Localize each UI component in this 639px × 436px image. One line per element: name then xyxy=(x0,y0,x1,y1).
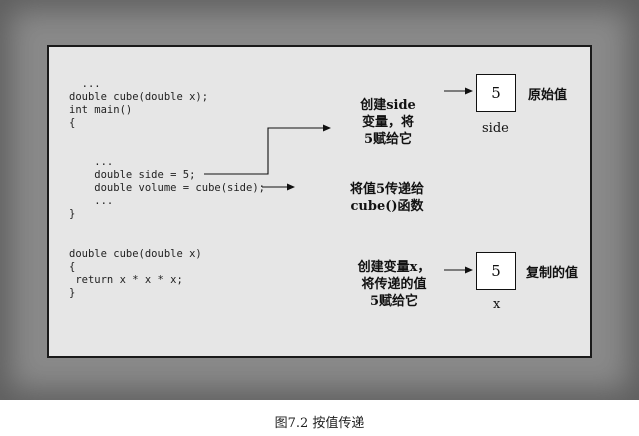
box-note-copy: 复制的值 xyxy=(526,266,579,281)
memory-box-side: 5 xyxy=(476,74,516,112)
code-line: { xyxy=(69,117,76,129)
code-line: double volume = cube(side); xyxy=(69,182,265,194)
code-line: double side = 5; xyxy=(69,169,196,181)
note-line: 变量，将 xyxy=(361,115,414,130)
note-pass-value: 将值5传递给 cube()函数 xyxy=(322,181,452,215)
figure-caption: 图7.2 按值传递 xyxy=(274,416,365,431)
note-line: cube()函数 xyxy=(350,199,424,214)
code-line: } xyxy=(69,287,76,299)
memory-box-x: 5 xyxy=(476,252,516,290)
note-create-side: 创建side 变量，将 5赋给它 xyxy=(340,97,436,148)
code-line: ... xyxy=(69,195,114,207)
note-line: 将值5传递给 xyxy=(349,182,425,197)
note-line: 创建side xyxy=(360,98,416,113)
code-line: { xyxy=(69,261,76,273)
note-line: 创建变量x， xyxy=(357,260,431,275)
arrow-side-to-note xyxy=(204,124,331,175)
code-line: double cube(double x); xyxy=(69,91,209,103)
box-value: 5 xyxy=(491,262,501,280)
code-line: ... xyxy=(69,156,114,168)
code-line: double cube(double x) xyxy=(69,248,202,260)
box-label-x: x xyxy=(493,297,501,312)
code-block-main: ... double cube(double x); int main() { … xyxy=(69,78,265,221)
box-label-side: side xyxy=(482,121,509,136)
code-block-cube: double cube(double x) { return x * x * x… xyxy=(69,248,202,300)
code-line: int main() xyxy=(69,104,133,116)
code-line: ... xyxy=(69,78,101,90)
code-line: } xyxy=(69,208,76,220)
note-line: 5赋给它 xyxy=(369,294,419,309)
note-create-x: 创建变量x， 将传递的值 5赋给它 xyxy=(344,259,444,310)
note-line: 5赋给它 xyxy=(363,132,413,147)
note-line: 将传递的值 xyxy=(361,277,427,292)
box-value: 5 xyxy=(491,84,501,102)
box-note-original: 原始值 xyxy=(528,88,568,103)
code-line: return x * x * x; xyxy=(69,274,183,286)
